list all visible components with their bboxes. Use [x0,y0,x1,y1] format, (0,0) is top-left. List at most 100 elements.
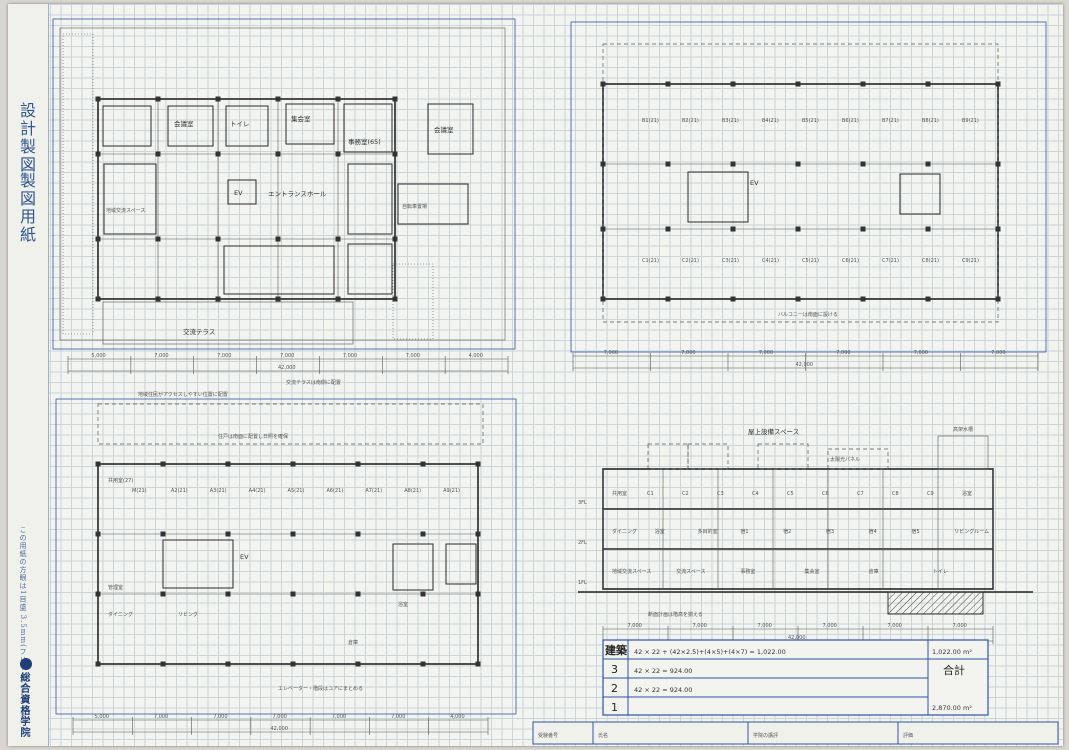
column-marker [420,591,426,597]
ll-note-1: 住戸は南面に配置し日照を確保 [218,433,288,440]
section-room-3f: C7 [857,491,864,497]
column-marker [275,96,281,102]
column-marker [600,226,606,232]
column-marker [475,661,481,667]
ll-columns [95,461,481,667]
section-room-2f: ダイニング [612,528,637,535]
column-marker [795,81,801,87]
area-total-top: 1,022.00 m² [932,648,972,656]
column-marker [335,151,341,157]
section-3fl: 3FL [578,500,587,506]
ground-floor-plan: 集会室 会議室 事務室(65) 会議室 トイレ EV エントランスホール 地域交… [52,18,516,398]
section-room-2f: 宿4 [869,528,877,535]
ll-room-a: A8(21) [404,488,421,494]
section-drawing: 屋上設備スペース 太陽光パネル 高架水槽 3FL 2FL 1FL 断面計画は階高… [578,426,1033,644]
brand-logo-icon [20,658,32,670]
column-marker [665,161,671,167]
ur-room-c: C4(21) [762,258,779,264]
column-marker [860,226,866,232]
ll-bath: 浴室 [398,601,408,608]
column-marker [925,161,931,167]
margin-title-paper: 製図用紙 [17,172,36,244]
ground-dim-segment: 7,000 [406,353,420,359]
column-marker [795,296,801,302]
column-marker [215,151,221,157]
ground-dim-segment: 7,000 [280,353,294,359]
ur-room-c: C2(21) [682,258,699,264]
column-marker [860,161,866,167]
room-entrance-hall: エントランスホール [268,190,327,198]
ll-room-a: A2(21) [171,488,188,494]
column-marker [155,296,161,302]
column-marker [155,151,161,157]
column-marker [420,531,426,537]
site-boundary [52,18,516,350]
ground-dim-total: 42,000 [278,365,296,371]
section-room-3f: C6 [822,491,829,497]
site-boundary-ur [570,21,1047,353]
column-marker [160,591,166,597]
column-marker [995,81,1001,87]
column-marker [730,161,736,167]
site-boundary-ll [55,398,517,715]
section-room-2f: リビングルーム [954,528,989,535]
section-dim-total: 42,000 [788,635,806,641]
column-marker [275,151,281,157]
column-marker [225,591,231,597]
ur-dim-segment: 7,000 [914,350,928,356]
column-marker [925,296,931,302]
section-dim-segment: 7,000 [888,623,902,629]
column-marker [355,661,361,667]
ur-room-c: C6(21) [842,258,859,264]
column-marker [355,531,361,537]
ll-room-labels: M(21)A2(21)A3(21)A4(21)A5(21)A6(21)A7(21… [132,488,460,494]
column-marker [392,96,398,102]
column-marker [95,531,101,537]
ur-room-c: C3(21) [722,258,739,264]
area-total-value: 2,870.00 m² [932,704,972,712]
ll-dim-segment: 7,000 [154,714,168,720]
area-row-formula-2: 42 × 22 = 924.00 [634,667,692,675]
ll-room-a: A3(21) [210,488,227,494]
section-room-3f: C1 [647,491,654,497]
ur-room-c: C5(21) [802,258,819,264]
ur-note: バルコニーは南面に設ける [778,311,838,318]
ur-ev: EV [750,179,759,187]
margin-title-design: 設計製図 [17,102,36,174]
ur-dim-total: 42,000 [796,362,814,368]
ur-room-b: B2(21) [682,118,699,124]
ll-room-a: A6(21) [326,488,343,494]
column-marker [335,96,341,102]
area-row-floor-2: 2 [611,682,618,695]
section-room-3f: 浴室 [962,490,972,497]
section-room-2f: 宿2 [783,528,791,535]
footer-exam-number: 受験番号 [538,732,558,739]
ur-room-c: C7(21) [882,258,899,264]
section-dim-segment: 7,000 [953,623,967,629]
area-table-header: 建築 [605,643,628,657]
ur-room-b: B9(21) [962,118,979,124]
ur-dim-segment: 7,000 [836,350,850,356]
column-marker [275,296,281,302]
area-row-formula-1: 42 × 22 = 924.00 [634,686,692,694]
column-marker [420,661,426,667]
room-terrace: 交流テラス [183,327,215,336]
ll-dining: ダイニング [108,611,133,618]
column-marker [95,591,101,597]
ll-dim-segment: 7,000 [332,714,346,720]
ll-dim-segment: 7,000 [273,714,287,720]
section-room-3f: C2 [682,491,689,497]
ur-room-b: B5(21) [802,118,819,124]
ur-room-c: C1(21) [642,258,659,264]
column-marker [290,661,296,667]
column-marker [995,161,1001,167]
ll-room-a: A4(21) [249,488,266,494]
column-marker [475,531,481,537]
section-room-3f: C3 [717,491,724,497]
section-room-2f: 宿3 [826,528,834,535]
section-solar: 太陽光パネル [830,456,860,463]
brand-name: 総合資格学院 [18,672,29,738]
column-marker [225,661,231,667]
section-dim-segment: 7,000 [628,623,642,629]
